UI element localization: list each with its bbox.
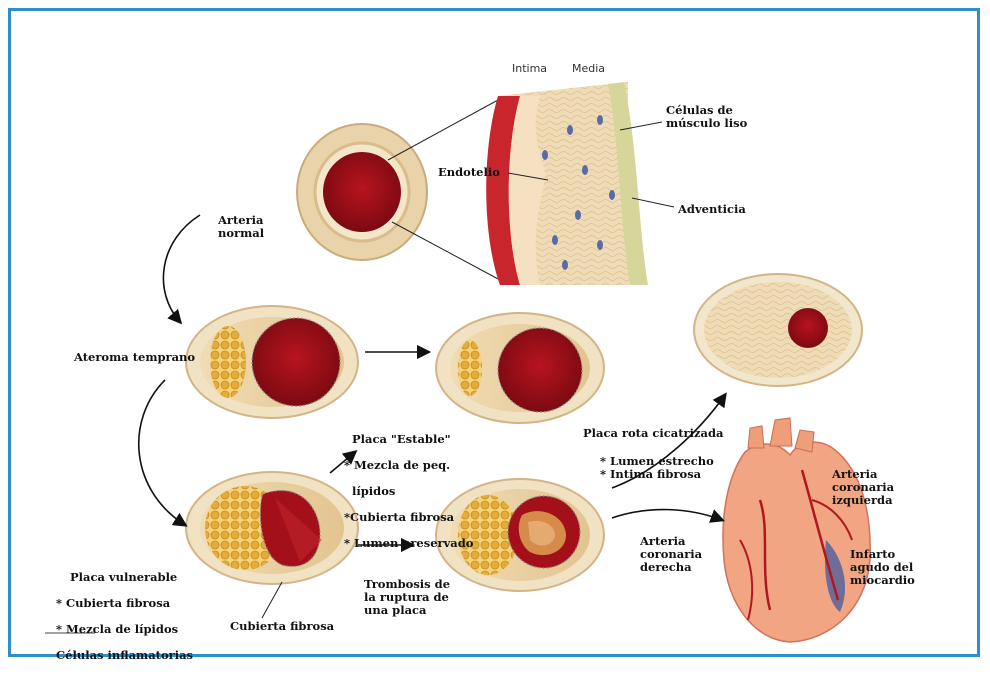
adventitia-label: Adventicia bbox=[678, 203, 746, 216]
myocardial-infarction-label: Infarto agudo del miocardio bbox=[850, 548, 915, 587]
fibrous-intima-label: * Intima fibrosa bbox=[600, 468, 701, 481]
right-coronary-label: Arteria coronaria derecha bbox=[640, 535, 702, 574]
thrombosis-label: Trombosis de la ruptura de una placa bbox=[364, 578, 450, 617]
vulnerable-plaque-label: Placa vulnerable * Cubierta fibrosa * Me… bbox=[56, 558, 193, 675]
early-atheroma-label: Ateroma temprano bbox=[74, 351, 195, 364]
stable-plaque bbox=[436, 313, 604, 423]
intima-layer-label: Intima bbox=[512, 62, 547, 75]
fibrous-cap-label: Cubierta fibrosa bbox=[230, 620, 334, 633]
heart-illustration bbox=[723, 418, 870, 642]
vulnerable-plaque bbox=[186, 472, 358, 584]
left-coronary-label: Arteria coronaria izquierda bbox=[832, 468, 894, 507]
normal-artery bbox=[297, 124, 427, 260]
early-atheroma bbox=[186, 306, 358, 418]
healed-plaque-label: Placa rota cicatrizada bbox=[583, 427, 723, 440]
healed-plaque bbox=[694, 274, 862, 386]
artery-wall-section bbox=[486, 82, 648, 285]
media-layer-label: Media bbox=[572, 62, 605, 75]
endothelium-label: Endotelio bbox=[438, 166, 500, 179]
stable-plaque-label: Placa "Estable" * Mezcla de peq. lípidos… bbox=[344, 420, 473, 563]
normal-artery-label: Arteria normal bbox=[218, 214, 264, 240]
smooth-muscle-label: Células de músculo liso bbox=[666, 104, 747, 130]
